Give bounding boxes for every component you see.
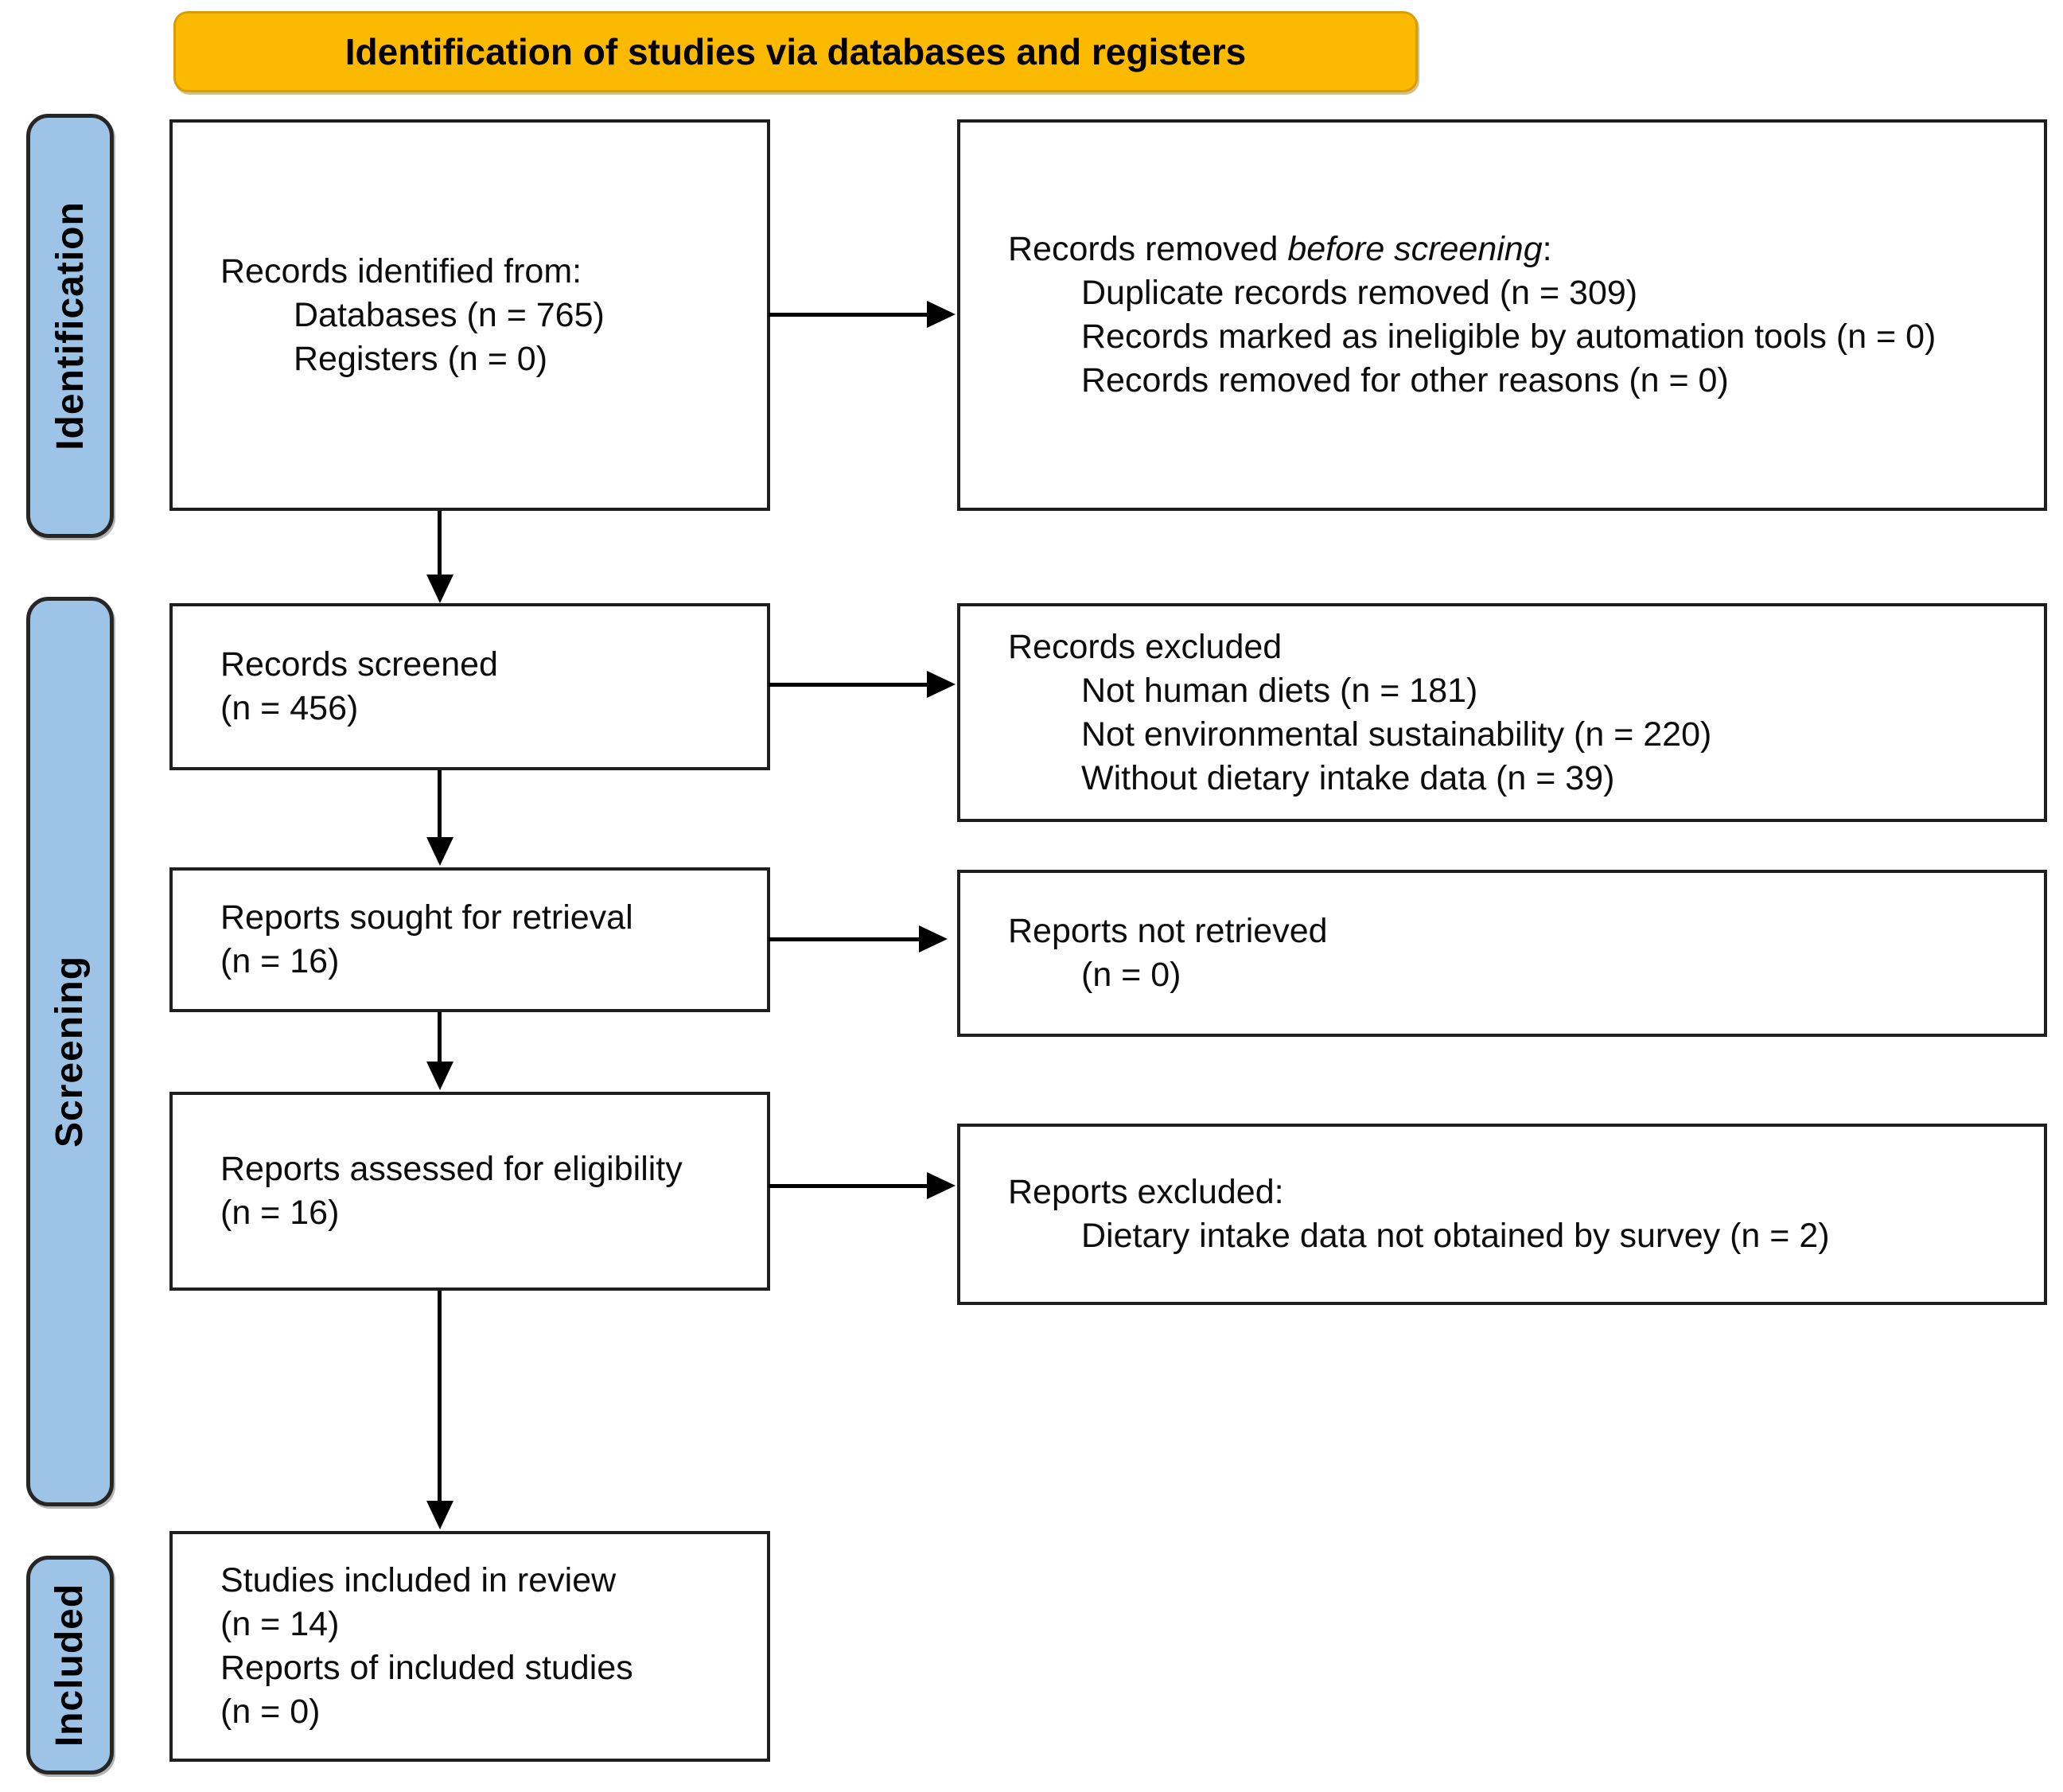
arrow-screened-to-sought xyxy=(438,770,442,840)
other-reasons-item: Records removed for other reasons (n = 0… xyxy=(1081,361,1729,399)
box-records-excluded: Records excluded Not human diets (n = 18… xyxy=(957,603,2047,822)
stage-identification: Identification xyxy=(26,114,114,538)
box-reports-assessed: Reports assessed for eligibility (n = 16… xyxy=(169,1092,770,1291)
reports-not-retrieved-title: Reports not retrieved xyxy=(1008,912,1328,950)
box-studies-included: Studies included in review (n = 14) Repo… xyxy=(169,1531,770,1762)
stage-screening: Screening xyxy=(26,597,114,1506)
dietary-not-survey-item: Dietary intake data not obtained by surv… xyxy=(1081,1217,1830,1255)
removed-title-italic: before screening xyxy=(1287,230,1543,268)
reports-excluded-title: Reports excluded: xyxy=(1008,1173,1284,1211)
box-reports-not-retrieved: Reports not retrieved (n = 0) xyxy=(957,870,2047,1037)
arrow-identified-to-removed xyxy=(769,313,932,317)
studies-included-line: Studies included in review xyxy=(220,1561,617,1599)
arrow-assessed-to-excluded xyxy=(769,1184,932,1188)
reports-of-included-line: Reports of included studies xyxy=(220,1649,633,1687)
banner-title: Identification of studies via databases … xyxy=(344,31,1247,72)
stage-identification-label: Identification xyxy=(49,201,91,450)
box-reports-sought: Reports sought for retrieval (n = 16) xyxy=(169,867,770,1012)
not-human-diets-item: Not human diets (n = 181) xyxy=(1081,671,1478,710)
arrowhead-identified-to-screened xyxy=(426,575,453,603)
box-records-identified: Records identified from: Databases (n = … xyxy=(169,119,770,511)
box-reports-excluded: Reports excluded: Dietary intake data no… xyxy=(957,1124,2047,1305)
reports-of-included-count: (n = 0) xyxy=(220,1693,321,1731)
arrow-screened-to-excluded xyxy=(769,683,932,687)
records-identified-databases: Databases (n = 765) xyxy=(294,295,605,334)
stage-included-label: Included xyxy=(49,1583,91,1747)
arrowhead-assessed-to-included xyxy=(426,1501,453,1529)
records-screened-count: (n = 456) xyxy=(220,689,359,727)
reports-not-retrieved-count: (n = 0) xyxy=(1081,956,1181,994)
reports-sought-count: (n = 16) xyxy=(220,942,340,980)
arrowhead-identified-to-removed xyxy=(927,301,956,328)
arrowhead-sought-to-not-retrieved xyxy=(919,925,948,952)
without-dietary-data-item: Without dietary intake data (n = 39) xyxy=(1081,758,1615,797)
arrow-sought-to-assessed xyxy=(438,1012,442,1065)
reports-sought-line: Reports sought for retrieval xyxy=(220,898,633,937)
records-screened-line: Records screened xyxy=(220,645,498,684)
duplicates-removed-item: Duplicate records removed (n = 309) xyxy=(1081,274,1638,312)
removed-title-pre: Records removed xyxy=(1008,230,1288,268)
arrowhead-screened-to-sought xyxy=(426,837,453,866)
arrowhead-screened-to-excluded xyxy=(927,671,956,698)
arrowhead-assessed-to-excluded xyxy=(927,1172,956,1199)
stage-screening-label: Screening xyxy=(49,955,91,1148)
arrow-identified-to-screened xyxy=(438,511,442,578)
banner: Identification of studies via databases … xyxy=(173,11,1418,92)
reports-assessed-line: Reports assessed for eligibility xyxy=(220,1150,683,1188)
arrow-assessed-to-included xyxy=(438,1291,442,1504)
studies-included-count: (n = 14) xyxy=(220,1605,340,1643)
removed-title-post: : xyxy=(1542,230,1552,268)
automation-ineligible-item: Records marked as ineligible by automati… xyxy=(1081,317,1936,356)
removed-before-screening-title: Records removed before screening: xyxy=(1008,228,2020,271)
stage-included: Included xyxy=(26,1556,114,1774)
reports-assessed-count: (n = 16) xyxy=(220,1194,340,1232)
box-records-screened: Records screened (n = 456) xyxy=(169,603,770,770)
records-excluded-title: Records excluded xyxy=(1008,627,1283,666)
box-records-removed-before-screening: Records removed before screening: Duplic… xyxy=(957,119,2047,511)
records-identified-line: Records identified from: xyxy=(220,251,582,290)
not-environmental-item: Not environmental sustainability (n = 22… xyxy=(1081,715,1712,754)
arrowhead-sought-to-assessed xyxy=(426,1062,453,1090)
arrow-sought-to-not-retrieved xyxy=(769,937,924,941)
records-identified-registers: Registers (n = 0) xyxy=(294,339,548,378)
